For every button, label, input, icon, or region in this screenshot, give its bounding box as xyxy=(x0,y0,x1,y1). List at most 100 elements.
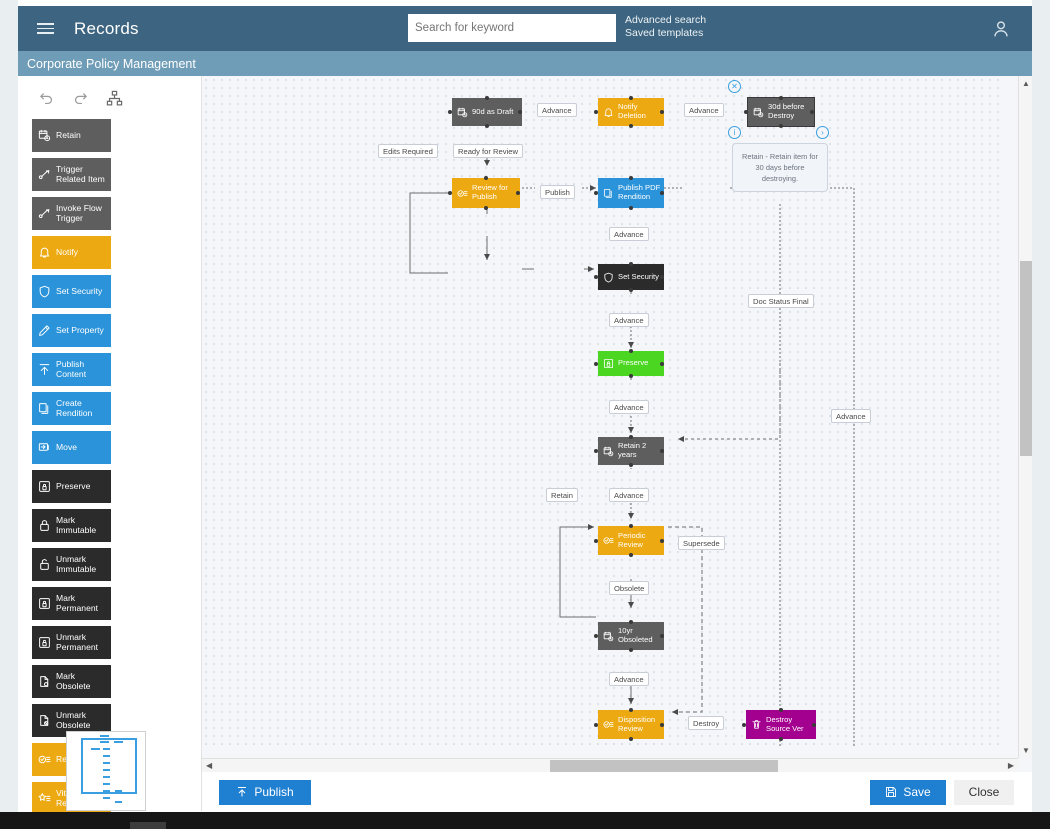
node-port-right[interactable] xyxy=(810,110,814,114)
node-port-bottom[interactable] xyxy=(779,737,783,741)
node-port-left[interactable] xyxy=(594,634,598,638)
node-port-bottom[interactable] xyxy=(629,553,633,557)
palette-item-mark-immutable[interactable]: Mark Immutable xyxy=(32,509,111,542)
scroll-left-arrow[interactable]: ◀ xyxy=(206,761,213,770)
node-port-right[interactable] xyxy=(660,191,664,195)
undo-icon[interactable] xyxy=(38,90,55,107)
close-button[interactable]: Close xyxy=(954,779,1014,805)
node-port-top[interactable] xyxy=(629,524,633,528)
node-port-left[interactable] xyxy=(448,110,452,114)
edge-label[interactable]: Advance xyxy=(831,409,871,423)
node-port-right[interactable] xyxy=(660,275,664,279)
node-port-bottom[interactable] xyxy=(629,737,633,741)
node-port-left[interactable] xyxy=(594,361,598,366)
node-port-top[interactable] xyxy=(485,96,489,100)
node-port-bottom[interactable] xyxy=(629,374,633,378)
scroll-down-arrow[interactable]: ▼ xyxy=(1022,746,1030,755)
node-port-right[interactable] xyxy=(516,191,520,195)
publish-button[interactable]: Publish xyxy=(219,779,311,805)
palette-item-preserve[interactable]: Preserve xyxy=(32,470,111,503)
palette-item-invoke-flow-trigger[interactable]: Invoke Flow Trigger xyxy=(32,197,111,230)
scroll-right-arrow[interactable]: ▶ xyxy=(1007,761,1014,770)
edge-label[interactable]: Advance xyxy=(609,400,649,414)
palette-item-notify[interactable]: Notify xyxy=(32,236,111,269)
palette-item-mark-permanent[interactable]: Mark Permanent xyxy=(32,587,111,620)
palette-item-unmark-immutable[interactable]: Unmark Immutable xyxy=(32,548,111,581)
node-port-top[interactable] xyxy=(779,96,783,100)
edge-label[interactable]: Advance xyxy=(537,103,577,117)
horizontal-scroll-thumb[interactable] xyxy=(550,760,778,772)
workflow-node-notify[interactable]: Notify Deletion xyxy=(598,98,664,126)
node-port-bottom[interactable] xyxy=(629,206,633,210)
minimap-viewport[interactable] xyxy=(81,738,137,794)
node-port-bottom[interactable] xyxy=(484,206,488,210)
node-port-left[interactable] xyxy=(594,110,598,114)
node-port-top[interactable] xyxy=(629,349,633,353)
palette-item-set-property[interactable]: Set Property xyxy=(32,314,111,347)
edge-label[interactable]: Advance xyxy=(684,103,724,117)
palette-item-set-security[interactable]: Set Security xyxy=(32,275,111,308)
horizontal-scrollbar[interactable]: ◀ ▶ xyxy=(202,758,1018,772)
node-port-right[interactable] xyxy=(518,110,522,114)
edge-label[interactable]: Destroy xyxy=(688,716,725,730)
canvas-minimap[interactable] xyxy=(66,731,146,811)
node-port-right[interactable] xyxy=(660,449,664,453)
workflow-node-review[interactable]: Review for Publish xyxy=(452,178,520,208)
node-port-left[interactable] xyxy=(594,275,598,279)
node-port-left[interactable] xyxy=(448,191,452,195)
node-port-top[interactable] xyxy=(629,176,633,180)
node-port-top[interactable] xyxy=(484,176,488,180)
saved-templates-link[interactable]: Saved templates xyxy=(625,27,704,39)
node-port-top[interactable] xyxy=(629,708,633,712)
search-input[interactable] xyxy=(408,14,616,42)
edge-label[interactable]: Advance xyxy=(609,313,649,327)
palette-item-create-rendition[interactable]: Create Rendition xyxy=(32,392,111,425)
workflow-node-destsrc[interactable]: Destroy Source Ver xyxy=(746,710,816,739)
node-port-bottom[interactable] xyxy=(779,124,783,128)
palette-item-retain[interactable]: Retain xyxy=(32,119,111,152)
palette-item-move[interactable]: Move xyxy=(32,431,111,464)
edge-label[interactable]: Doc Status Final xyxy=(748,294,814,308)
advanced-search-link[interactable]: Advanced search xyxy=(625,14,707,26)
workflow-node-obsoleted[interactable]: 10yr Obsoleted xyxy=(598,622,664,650)
node-port-top[interactable] xyxy=(629,262,633,266)
edge-label[interactable]: Advance xyxy=(609,672,649,686)
palette-item-trigger-related-item[interactable]: Trigger Related Item xyxy=(32,158,111,191)
node-close-button[interactable]: ✕ xyxy=(728,80,741,93)
node-port-left[interactable] xyxy=(594,191,598,195)
workflow-node-retain2[interactable]: Retain 2 years xyxy=(598,437,664,465)
node-port-right[interactable] xyxy=(812,722,816,727)
node-port-bottom[interactable] xyxy=(629,648,633,652)
node-port-left[interactable] xyxy=(744,110,748,114)
node-port-left[interactable] xyxy=(742,722,746,727)
palette-item-publish-content[interactable]: Publish Content xyxy=(32,353,111,386)
node-port-top[interactable] xyxy=(629,435,633,439)
edge-label[interactable]: Obsolete xyxy=(609,581,650,595)
node-next-button[interactable]: › xyxy=(816,126,829,139)
vertical-scrollbar[interactable]: ▲ ▼ xyxy=(1018,76,1032,758)
node-port-right[interactable] xyxy=(660,110,664,114)
user-account-icon[interactable] xyxy=(990,18,1012,40)
node-port-top[interactable] xyxy=(629,96,633,100)
workflow-node-periodic[interactable]: Periodic Review xyxy=(598,526,664,555)
hamburger-icon[interactable] xyxy=(28,23,62,34)
node-port-top[interactable] xyxy=(779,708,783,712)
palette-item-unmark-permanent[interactable]: Unmark Permanent xyxy=(32,626,111,659)
node-port-left[interactable] xyxy=(594,538,598,543)
edge-label[interactable]: Advance xyxy=(609,227,649,241)
node-port-right[interactable] xyxy=(660,634,664,638)
save-button[interactable]: Save xyxy=(870,779,946,805)
workflow-node-security[interactable]: Set Security xyxy=(598,264,664,290)
vertical-scroll-thumb[interactable] xyxy=(1020,261,1032,456)
node-port-left[interactable] xyxy=(594,722,598,727)
node-port-bottom[interactable] xyxy=(629,124,633,128)
edge-label[interactable]: Publish xyxy=(540,185,575,199)
node-info-button[interactable]: i xyxy=(728,126,741,139)
workflow-node-dispo[interactable]: Disposition Review xyxy=(598,710,664,739)
node-port-top[interactable] xyxy=(629,620,633,624)
auto-layout-icon[interactable] xyxy=(106,90,123,107)
node-port-right[interactable] xyxy=(660,538,664,543)
workflow-node-draft[interactable]: 90d as Draft xyxy=(452,98,522,126)
node-port-bottom[interactable] xyxy=(485,124,489,128)
node-port-right[interactable] xyxy=(660,722,664,727)
